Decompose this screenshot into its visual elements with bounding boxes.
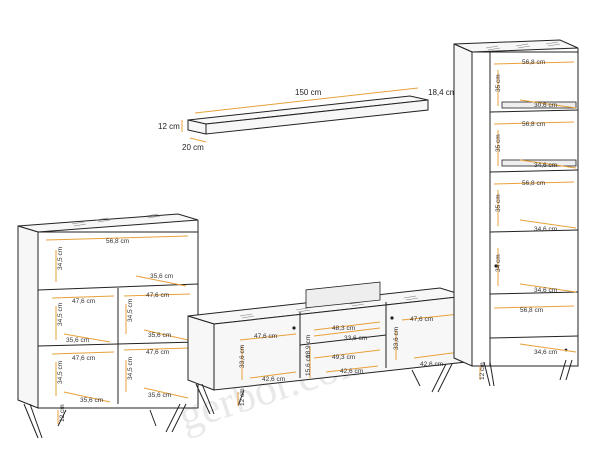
lc-mid-right-height: 34,5 cm <box>127 299 134 322</box>
tv-center-depth: 42,6 cm <box>340 368 363 375</box>
lc-leg: 12 cm <box>59 404 66 422</box>
tc-s4-height: 34 cm <box>495 254 502 272</box>
tv-center-inner: 33,6 cm <box>344 335 367 342</box>
tc-s2-width: 56,8 cm <box>522 121 545 128</box>
lc-top-width: 56,8 cm <box>106 238 129 245</box>
tc-s2-height: 35 cm <box>495 134 502 152</box>
lc-mid-left-width: 47,6 cm <box>72 298 95 305</box>
shelf-height-label: 12 cm <box>158 122 180 131</box>
tv-left-depth: 42,6 cm <box>262 376 285 383</box>
tc-top-width: 56,8 cm <box>522 59 545 66</box>
tv-right-width: 47,6 cm <box>410 316 433 323</box>
lc-mid-right-depth: 35,6 cm <box>148 332 171 339</box>
lc-low-left-depth: 35,6 cm <box>80 397 103 404</box>
lc-low-right-width: 47,6 cm <box>146 349 169 356</box>
tv-unit: 47,6 cm 33,6 cm 42,6 cm 48,3 cm 33,6 cm … <box>187 281 467 415</box>
lc-mid-left-height: 34,5 cm <box>57 303 64 326</box>
shelf-depth-label: 20 cm <box>182 143 204 152</box>
lc-low-left-height: 34,5 cm <box>57 361 64 384</box>
tv-center-upper-h: 13,9 cm <box>305 335 312 358</box>
tc-s2-depth: 34,6 cm <box>534 162 557 169</box>
shelf-depth-right-label: 18,4 cm <box>428 88 457 97</box>
lc-low-right-depth: 35,6 cm <box>148 392 171 399</box>
lc-mid-right-width: 47,6 cm <box>146 292 169 299</box>
lc-upper-inner: 35,6 cm <box>150 273 173 280</box>
lc-low-right-height: 34,5 cm <box>127 357 134 380</box>
shelf-length-dimension <box>194 87 419 114</box>
tv-center-lower-h: 15,6 cm <box>305 353 312 376</box>
lc-low-left-width: 47,6 cm <box>72 355 95 362</box>
shelf-depth-dimension <box>189 137 207 143</box>
tc-s4-depth: 34,6 cm <box>534 287 557 294</box>
tv-center-mid: 49,3 cm <box>332 354 355 361</box>
tc-s3-height: 35 cm <box>495 194 502 212</box>
tc-s1-height: 35 cm <box>495 74 502 92</box>
tc-s1-depth: 30,6 cm <box>534 102 557 109</box>
shelf-length-label: 150 cm <box>295 88 322 97</box>
tall-cabinet: 56,8 cm 35 cm 30,6 cm 56,8 cm 35 cm 34,6… <box>453 39 579 387</box>
tv-left-width: 47,6 cm <box>254 333 277 340</box>
wall-shelf: 150 cm 18,4 cm 12 cm 20 cm <box>158 87 457 152</box>
tv-center-top: 48,3 cm <box>332 325 355 332</box>
tc-s5-width: 56,8 cm <box>520 307 543 314</box>
tv-leg: 12 cm <box>239 388 246 406</box>
tv-left-height: 33,6 cm <box>239 345 246 368</box>
lc-mid-left-depth: 35,6 cm <box>66 337 89 344</box>
lc-upper-height: 34,5 cm <box>57 247 64 270</box>
tv-right-depth: 42,6 cm <box>420 361 443 368</box>
tv-right-height: 33,6 cm <box>393 327 400 350</box>
tc-s5-depth: 34,6 cm <box>534 349 557 356</box>
tc-s3-depth: 34,6 cm <box>534 226 557 233</box>
left-cabinet: 56,8 cm 34,5 cm 35,6 cm 47,6 cm 47,6 cm … <box>17 213 199 439</box>
tc-s3-width: 56,8 cm <box>522 180 545 187</box>
tc-leg: 12 cm <box>479 362 486 380</box>
